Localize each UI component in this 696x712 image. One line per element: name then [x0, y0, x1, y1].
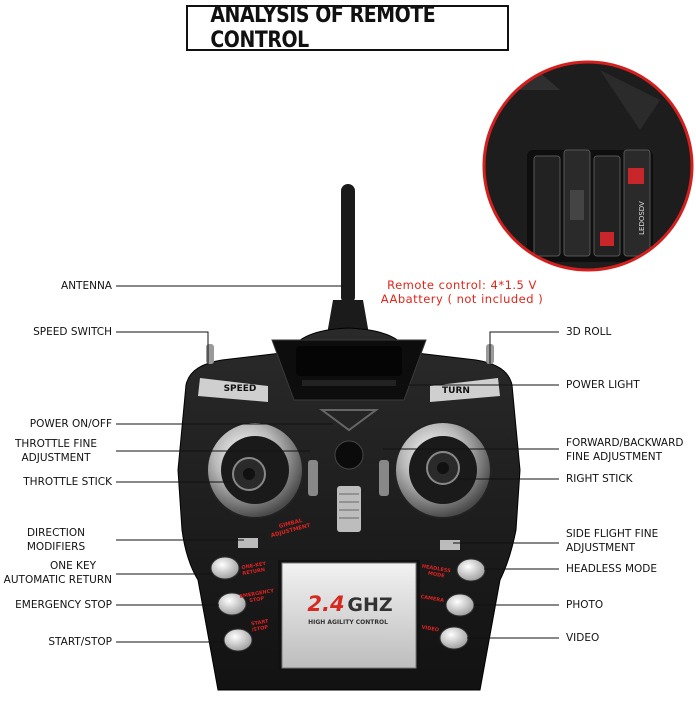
- label-side-flight-1: SIDE FLIGHT FINE: [566, 528, 659, 540]
- label-antenna: ANTENNA: [61, 280, 112, 292]
- btn-one-key-print-1: ONE-KEY: [241, 561, 267, 571]
- btn-start-print-2: /STOP: [251, 625, 269, 634]
- remote-body: [177, 327, 521, 691]
- speed-print: SPEED: [224, 384, 257, 394]
- label-headless-mode: HEADLESS MODE: [566, 563, 657, 575]
- page-title: ANALYSIS OF REMOTE CONTROL: [210, 3, 436, 53]
- label-direction-modifiers: DIRECTION MODIFIERS: [0, 526, 112, 554]
- right-stick-gimbal: [394, 421, 492, 519]
- btn-emergency-print-2: STOP: [249, 596, 265, 605]
- label-one-key-1: ONE KEY: [49, 560, 96, 572]
- throttle-stick-gimbal: [206, 421, 304, 519]
- tagline-print: HIGH AGILITY CONTROL: [308, 619, 388, 626]
- ghz-value-print: 2.4: [307, 592, 344, 616]
- label-start-stop: START/STOP: [48, 636, 112, 648]
- label-direction-1: DIRECTION: [26, 527, 86, 539]
- label-emergency-stop: EMERGENCY STOP: [15, 599, 112, 611]
- left-round-buttons: [210, 556, 253, 652]
- turn-print: TURN: [442, 386, 470, 396]
- label-power-on-off: POWER ON/OFF: [29, 418, 112, 430]
- label-side-flight-2: ADJUSTMENT: [566, 542, 636, 554]
- label-one-key-return: ONE KEY AUTOMATIC RETURN: [0, 559, 112, 587]
- antenna: [326, 184, 370, 340]
- btn-one-key-print-2: RETURN: [242, 567, 265, 577]
- label-fwd-back-1: FORWARD/BACKWARD: [566, 437, 684, 449]
- btn-start-print-1: START: [251, 618, 270, 627]
- btn-headless-print-2: MODE: [427, 571, 445, 580]
- label-right-stick: RIGHT STICK: [566, 473, 633, 485]
- btn-emergency-print-1: EMERGENCY: [239, 588, 275, 600]
- battery-compartment-inset: [482, 60, 694, 272]
- battery-note-line2: AAbattery ( not included ): [380, 292, 544, 306]
- battery-brand-print: LEDOSDV: [638, 201, 646, 235]
- label-forward-backward: FORWARD/BACKWARD FINE ADJUSTMENT: [566, 436, 684, 464]
- btn-video-print: VIDEO: [421, 625, 439, 634]
- ghz-unit-print: GHZ: [347, 594, 392, 616]
- battery-note-line1: Remote control: 4*1.5 V: [387, 278, 537, 292]
- label-throttle-stick: THROTTLE STICK: [23, 476, 112, 488]
- label-throttle-fine-2: ADJUSTMENT: [21, 452, 91, 464]
- title-box: ANALYSIS OF REMOTE CONTROL: [186, 3, 509, 53]
- label-side-flight: SIDE FLIGHT FINE ADJUSTMENT: [566, 527, 658, 555]
- label-throttle-fine-1: THROTTLE FINE: [15, 438, 97, 450]
- battery-note: Remote control: 4*1.5 V AAbattery ( not …: [372, 278, 552, 306]
- label-one-key-2: AUTOMATIC RETURN: [3, 574, 112, 586]
- label-3d-roll: 3D ROLL: [566, 326, 612, 338]
- label-direction-2: MODIFIERS: [26, 541, 86, 553]
- btn-headless-print-1: HEADLESS: [421, 564, 451, 575]
- label-power-light: POWER LIGHT: [566, 379, 640, 391]
- label-video: VIDEO: [566, 632, 600, 644]
- right-round-buttons: [439, 558, 486, 650]
- leader-lines: [116, 285, 559, 643]
- label-photo: PHOTO: [566, 599, 604, 611]
- battery-cells: [533, 149, 651, 257]
- btn-camera-print: CAMERA: [420, 594, 444, 604]
- label-throttle-fine: THROTTLE FINE ADJUSTMENT: [0, 437, 112, 465]
- label-speed-switch: SPEED SWITCH: [33, 326, 112, 338]
- label-fwd-back-2: FINE ADJUSTMENT: [566, 451, 663, 463]
